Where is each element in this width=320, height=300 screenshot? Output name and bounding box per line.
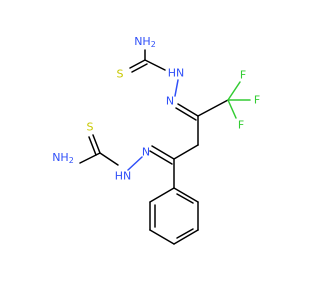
atom-f3: F: [238, 119, 244, 132]
ring-bond-6: [173, 187, 199, 203]
bond-c-nh2-left: [79, 152, 101, 164]
bond-c-s-top-1: [129, 59, 146, 69]
atom-s-left: S: [87, 121, 94, 134]
bond-n-c3-1: [177, 103, 199, 117]
atom-f2: F: [254, 94, 260, 107]
molecule-structure: NH2 S HN N F F F S NH2 N HN: [52, 35, 260, 245]
ring-bond-3: [149, 229, 175, 245]
atom-s-top: S: [117, 68, 124, 81]
bond-nleft-hnleft: [127, 156, 143, 171]
bond-n-c3-2: [175, 107, 197, 121]
atom-hn-left: HN: [115, 170, 132, 183]
bond-c1-nleft-1: [151, 145, 175, 160]
atom-hn-top: HN: [168, 67, 185, 80]
ring-bond-4: [173, 229, 199, 245]
bond-c3-cf3: [197, 99, 229, 117]
bond-c-s-left-2: [88, 136, 97, 156]
bond-c-s-left-1: [92, 134, 101, 154]
bond-cf3-f3: [227, 99, 237, 119]
atom-f1: F: [240, 69, 246, 82]
ring-bond-1: [149, 187, 175, 203]
bond-ch2-c1: [173, 144, 199, 160]
atom-n-left: N: [142, 146, 150, 159]
bond-c-s-top-2: [131, 63, 148, 73]
bond-c-nh-top: [144, 59, 166, 71]
ring-double-2: [176, 228, 194, 239]
bond-hnleft-c: [99, 152, 119, 166]
atom-nh2-left: NH2: [52, 151, 74, 165]
bond-nh-n-top: [174, 79, 179, 97]
atom-nh2-top: NH2: [134, 35, 156, 49]
bond-cf3-f1: [227, 81, 241, 101]
ring-double-3: [176, 193, 194, 204]
bond-c1-nleft-2: [149, 150, 173, 165]
atom-n-top: N: [166, 95, 174, 108]
